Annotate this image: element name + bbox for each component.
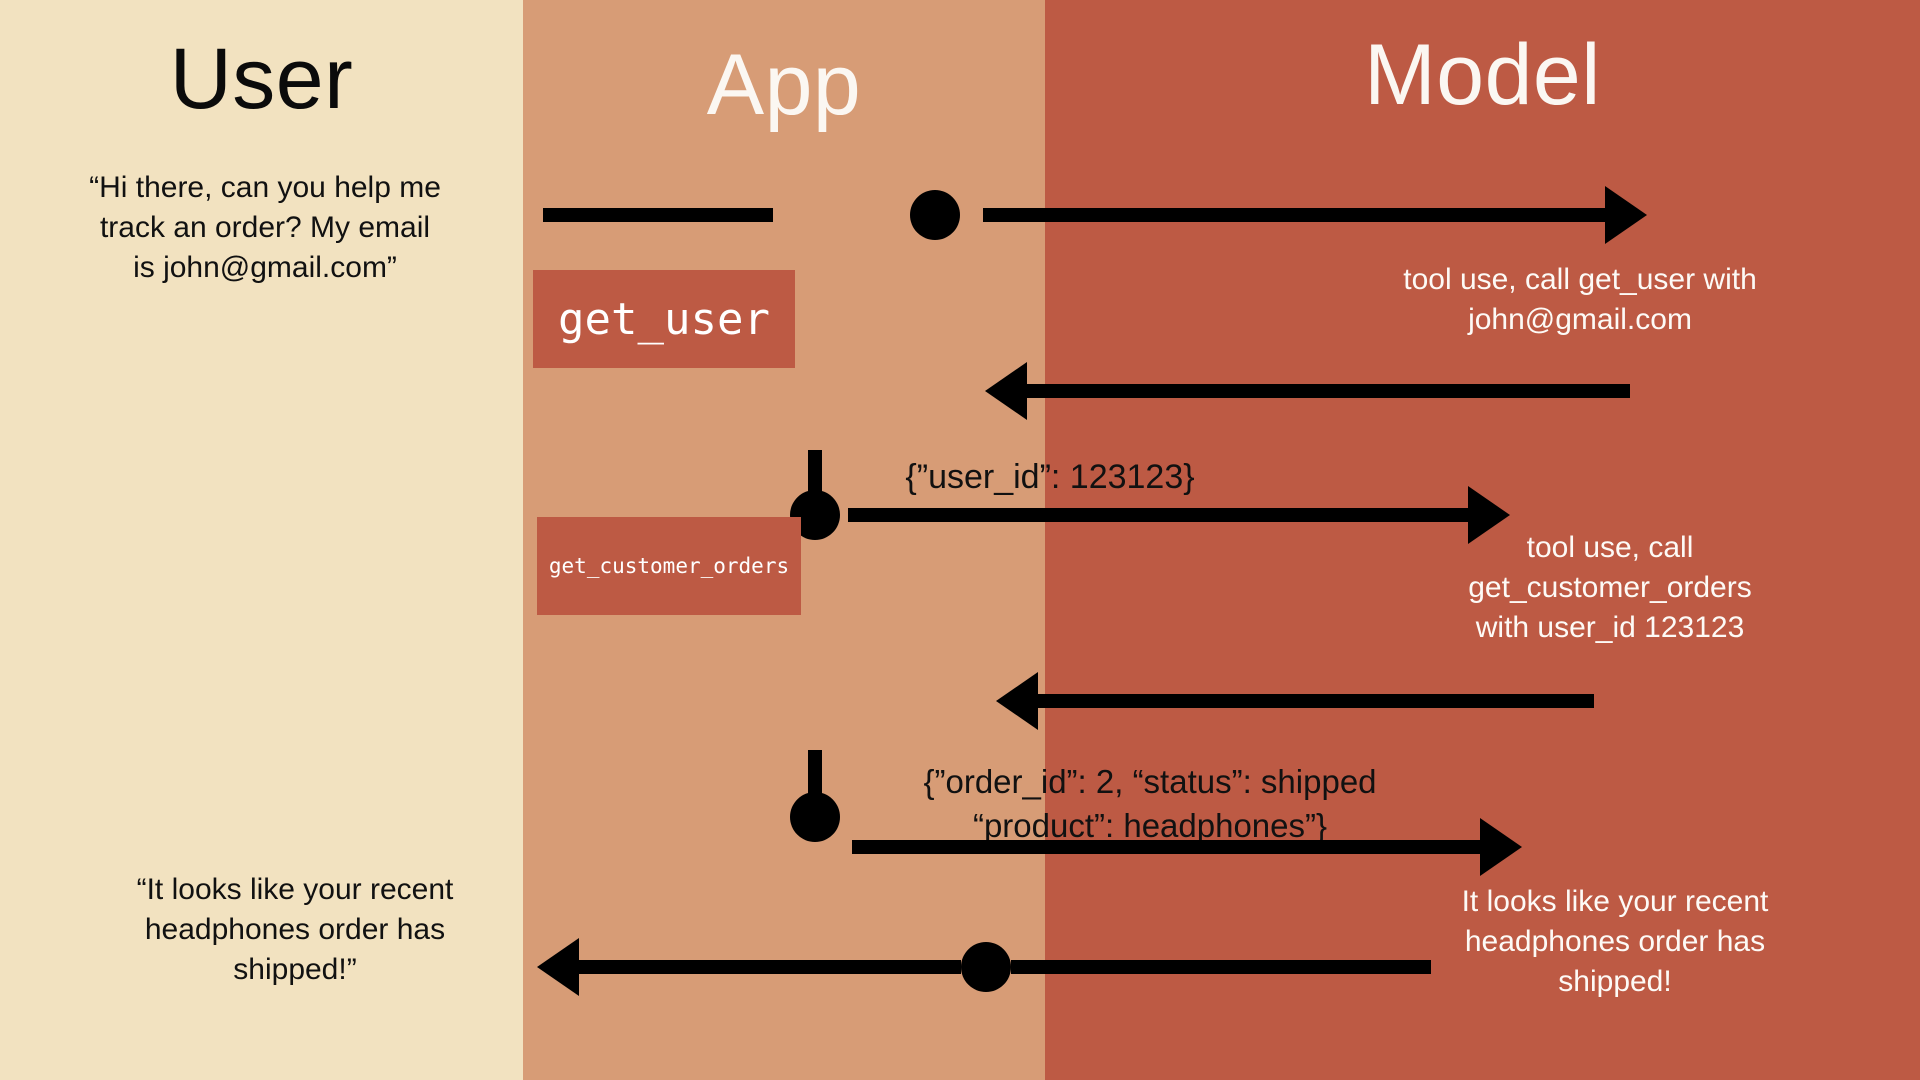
arrow-shaft-model-to-app-2 xyxy=(1038,694,1594,708)
arrowhead-right-1 xyxy=(1605,186,1647,244)
arrow-shaft-model-to-app-3 xyxy=(1011,960,1431,974)
lifeline-dot-3 xyxy=(790,792,840,842)
arrowhead-left-1 xyxy=(985,362,1027,420)
message-user-final-answer: “It looks like your recent headphones or… xyxy=(136,873,454,986)
lane-user xyxy=(0,0,523,1080)
message-user-request: “Hi there, can you help me track an orde… xyxy=(89,171,441,284)
message-tool-result-1: {”user_id”: 123123} xyxy=(905,458,1195,496)
lifeline-dot-1 xyxy=(910,190,960,240)
lifeline-dot-4 xyxy=(961,942,1011,992)
message-model-final-answer: It looks like your recent headphones ord… xyxy=(1461,885,1769,998)
message-model-tool-call-2: tool use, call get_customer_orders with … xyxy=(1468,531,1752,644)
arrow-shaft-app-to-model-2 xyxy=(848,508,1468,522)
lane-title-user: User xyxy=(169,31,354,127)
tool-box-get-user[interactable]: get_user xyxy=(533,270,795,368)
tool-box-get-customer-orders[interactable]: get_customer_orders xyxy=(537,517,801,615)
arrowhead-left-3 xyxy=(537,938,579,996)
arrowhead-right-2 xyxy=(1468,486,1510,544)
arrow-shaft-model-to-app-1 xyxy=(1027,384,1630,398)
message-tool-result-2: {”order_id”: 2, “status”: shipped “produ… xyxy=(923,763,1377,844)
arrow-shaft-app-to-model-3 xyxy=(852,840,1480,854)
arrow-shaft-app-to-model-1 xyxy=(983,208,1605,222)
arrowhead-left-2 xyxy=(996,672,1038,730)
arrowhead-right-3 xyxy=(1480,818,1522,876)
lane-title-app: App xyxy=(706,37,862,133)
message-model-tool-call-1: tool use, call get_user with john@gmail.… xyxy=(1403,263,1757,336)
lane-title-model: Model xyxy=(1364,27,1601,123)
arrow-shaft-app-to-user xyxy=(579,960,961,974)
arrow-shaft-user-to-app xyxy=(543,208,773,222)
